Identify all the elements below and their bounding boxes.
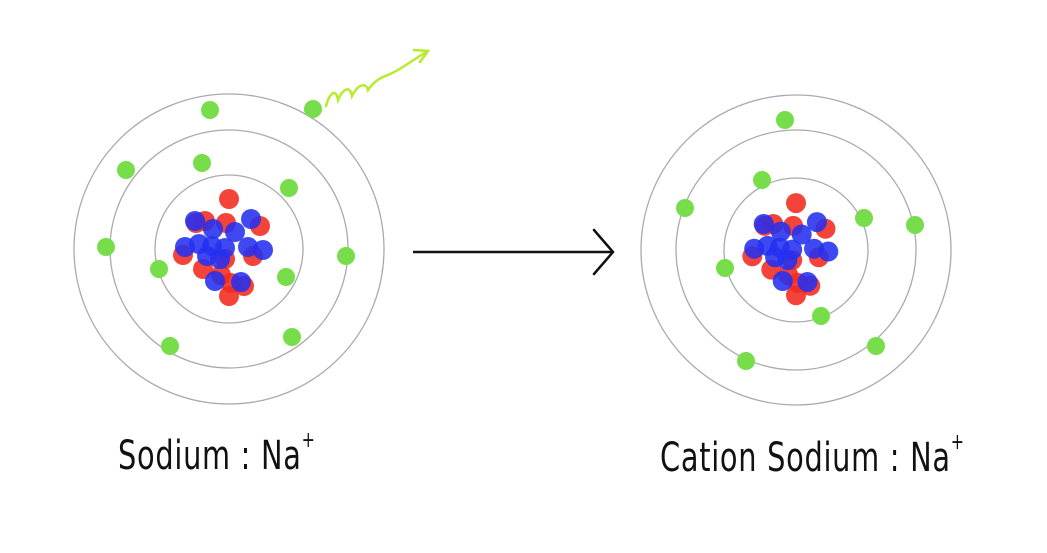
charge-superscript: + [950,430,965,455]
electron [117,161,135,179]
charge-superscript: + [301,428,316,453]
neutron [770,221,791,242]
neutron [175,237,195,257]
neutron [210,249,230,269]
electron-shell-1 [154,174,304,324]
electron [277,268,295,286]
proton [786,193,806,214]
electron-shell-3 [640,94,952,406]
neutron [185,211,205,231]
electron-shell-1 [723,177,869,323]
neutron [205,271,225,291]
neutron [806,212,827,233]
reaction-arrow [413,228,615,276]
neutron [772,271,793,291]
sodium-label-text: Sodium : Na [118,433,302,479]
neutron [797,271,818,292]
sodium-cation-atom [640,94,952,406]
proton [219,189,239,209]
electron [97,238,115,256]
electron [906,216,924,234]
neutron [203,219,223,239]
neutron [791,224,812,245]
neutron [818,241,839,262]
sodium-label: Sodium : Na+ [118,428,316,479]
neutron [744,238,765,259]
sodium-atom [73,93,385,405]
electron [150,260,168,278]
electron-shell-3 [73,93,385,405]
cation-label-text: Cation Sodium : Na [660,435,951,481]
electron-shell-2 [675,129,917,371]
proton [219,286,239,306]
neutron [241,209,261,229]
electron [161,337,179,355]
emitted-electron-squiggle [324,48,431,108]
neutron [238,237,258,257]
cation-sodium-label: Cation Sodium : Na+ [660,430,965,481]
proton [786,285,806,306]
electron [193,154,211,172]
electron [776,111,794,129]
neutron [753,214,774,234]
neutron [253,240,273,260]
electron [283,328,301,346]
neutron [777,250,798,271]
electron [304,100,322,118]
electron [867,337,885,355]
electron [337,247,355,265]
neutron [225,222,245,242]
electron [280,179,298,197]
electron [855,209,873,227]
electron [676,199,694,217]
neutron [231,272,251,292]
electron [753,171,771,189]
electron [201,101,219,119]
electron [737,352,755,370]
electron [716,259,734,277]
electron [812,307,830,325]
